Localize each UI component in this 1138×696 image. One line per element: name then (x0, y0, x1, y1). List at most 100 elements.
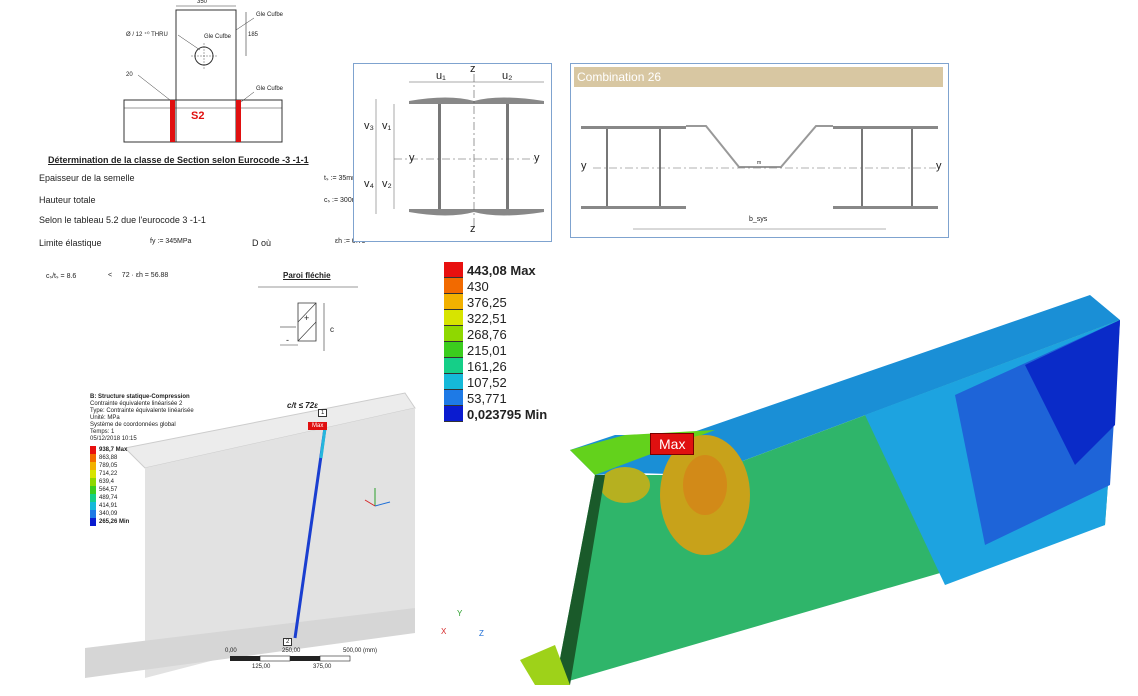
dim-side-label: 185 (248, 32, 259, 38)
small-legend-swatch (90, 486, 96, 494)
axis-x-label: X (441, 627, 447, 636)
paroi-minus: - (286, 335, 289, 345)
paroi-title: Paroi fléchie (283, 271, 331, 280)
paroi-plus: + (304, 313, 310, 323)
legend-label: 376,25 (467, 294, 507, 310)
legend-entry: 0,023795 Min (444, 406, 547, 422)
doc-row3-label: Selon le tableau 5.2 due l'eurocode 3 -1… (39, 215, 206, 225)
legend-label: 161,26 (467, 358, 507, 374)
small-legend-label: 714,22 (99, 471, 118, 477)
scale-label-250: 250,00 (282, 648, 301, 654)
weld-label-1: Gle Cufbe (256, 12, 284, 18)
hole-label: Ø / 12 ⁺⁰ THRU (126, 32, 168, 38)
small-legend-swatch (90, 446, 96, 454)
small-legend-entry: 414,91 (90, 502, 129, 510)
doc-row4-mid: D où (252, 238, 272, 248)
small-legend-entry: 489,74 (90, 494, 129, 502)
paroi-sketch: c + - (258, 285, 358, 370)
combination-header (574, 67, 943, 87)
axis-z-label: Z (479, 629, 484, 638)
scale-label-125: 125,00 (252, 664, 271, 670)
combination-svg (581, 125, 938, 230)
doc-row1-label: Epaisseur de la semelle (39, 173, 135, 183)
legend-label: 107,52 (467, 374, 507, 390)
small-header-line: Temps: 1 (90, 429, 115, 435)
legend-swatch (444, 390, 463, 406)
legend-entry: 322,51 (444, 310, 547, 326)
combo-bsys: b_sys (749, 216, 768, 223)
small-legend-swatch (90, 494, 96, 502)
small-legend-swatch (90, 462, 96, 470)
small-legend-swatch (90, 454, 96, 462)
combo-mid-label: m (757, 160, 762, 166)
section-label: S2 (191, 110, 205, 122)
doc-row4-fy: fy := 345MPa (150, 238, 192, 245)
legend-swatch (444, 278, 463, 294)
small-legend-swatch (90, 502, 96, 510)
section-panel: u₁ u₂ z z v₃ v₁ v₄ v₂ y y (353, 63, 552, 242)
small-header-line: Contrainte équivalente linéarisée 2 (90, 401, 183, 407)
scale-label-375: 375,00 (313, 664, 332, 670)
legend-entry: 443,08 Max (444, 262, 547, 278)
doc-ratio-left: cₛ/tₛ = 8.6 (46, 273, 77, 280)
small-legend-entry: 639,4 (90, 478, 129, 486)
small-max-tag: Max (308, 422, 328, 430)
small-legend-label: 938,7 Max (99, 447, 128, 453)
combination-panel: Combination 26 y y b_sys m (570, 63, 949, 238)
legend-label: 53,771 (467, 390, 507, 406)
legend-swatch (444, 406, 463, 422)
fea-max-tag: Max (650, 433, 695, 455)
small-legend-entry: 564,57 (90, 486, 129, 494)
small-legend-swatch (90, 470, 96, 478)
small-legend-entry: 265,26 Min (90, 518, 129, 526)
legend-entry: 430 (444, 278, 547, 294)
small-legend-swatch (90, 510, 96, 518)
section-panel-svg (375, 74, 544, 229)
small-legend-swatch (90, 518, 96, 526)
label-v1: v₁ (382, 120, 392, 132)
label-v4: v₄ (364, 178, 374, 190)
legend-entry: 53,771 (444, 390, 547, 406)
small-legend-label: 265,26 Min (99, 519, 130, 525)
fea-model-svg (520, 295, 1120, 685)
paroi-sketch-svg (258, 286, 358, 351)
legend-label: 322,51 (467, 310, 507, 326)
combination-title: Combination 26 (577, 70, 662, 84)
label-v2: v₂ (382, 178, 392, 190)
small-legend-entry: 340,09 (90, 510, 129, 518)
doc-row1-value: tₛ := 35mm (324, 175, 358, 182)
doc-title: Détermination de la classe de Section se… (48, 155, 309, 165)
small-legend-label: 789,05 (99, 463, 118, 469)
small-legend-swatch (90, 478, 96, 486)
legend-swatch (444, 374, 463, 390)
label-z-top: z (470, 63, 476, 75)
label-y-left: y (409, 152, 415, 164)
doc-row4-eps: εh := 0.79 (335, 238, 366, 245)
label-y-right: y (534, 152, 540, 164)
small-legend-label: 414,91 (99, 503, 118, 509)
fea-model: Max X Y Z (441, 285, 1130, 690)
small-legend-label: 639,4 (99, 479, 115, 485)
legend-swatch (444, 358, 463, 374)
legend-entry: 107,52 (444, 374, 547, 390)
small-legend-label: 863,88 (99, 455, 118, 461)
legend-swatch (444, 294, 463, 310)
legend-entry: 215,01 (444, 342, 547, 358)
legend-label: 0,023795 Min (467, 406, 548, 422)
scale-label-500: 500,00 (mm) (343, 648, 378, 654)
doc-row2-value: cₛ := 300mm (324, 197, 364, 204)
plate-drawing-svg (123, 5, 283, 143)
small-legend-label: 489,74 (99, 495, 118, 501)
label-u2: u₂ (502, 70, 513, 82)
small-header-line: Système de coordonnées global (90, 422, 176, 428)
small-fea-svg (85, 392, 416, 678)
axis-y-label: Y (457, 609, 463, 618)
small-header-line: 05/12/2018 10:15 (90, 436, 137, 442)
weld-label-3: Gle Cufbe (256, 86, 284, 92)
label-v3: v₃ (364, 120, 374, 132)
small-legend-entry: 714,22 (90, 470, 129, 478)
plate-drawing: 350 185 Ø / 12 ⁺⁰ THRU Gle Cufbe Gle Cuf… (118, 0, 288, 150)
